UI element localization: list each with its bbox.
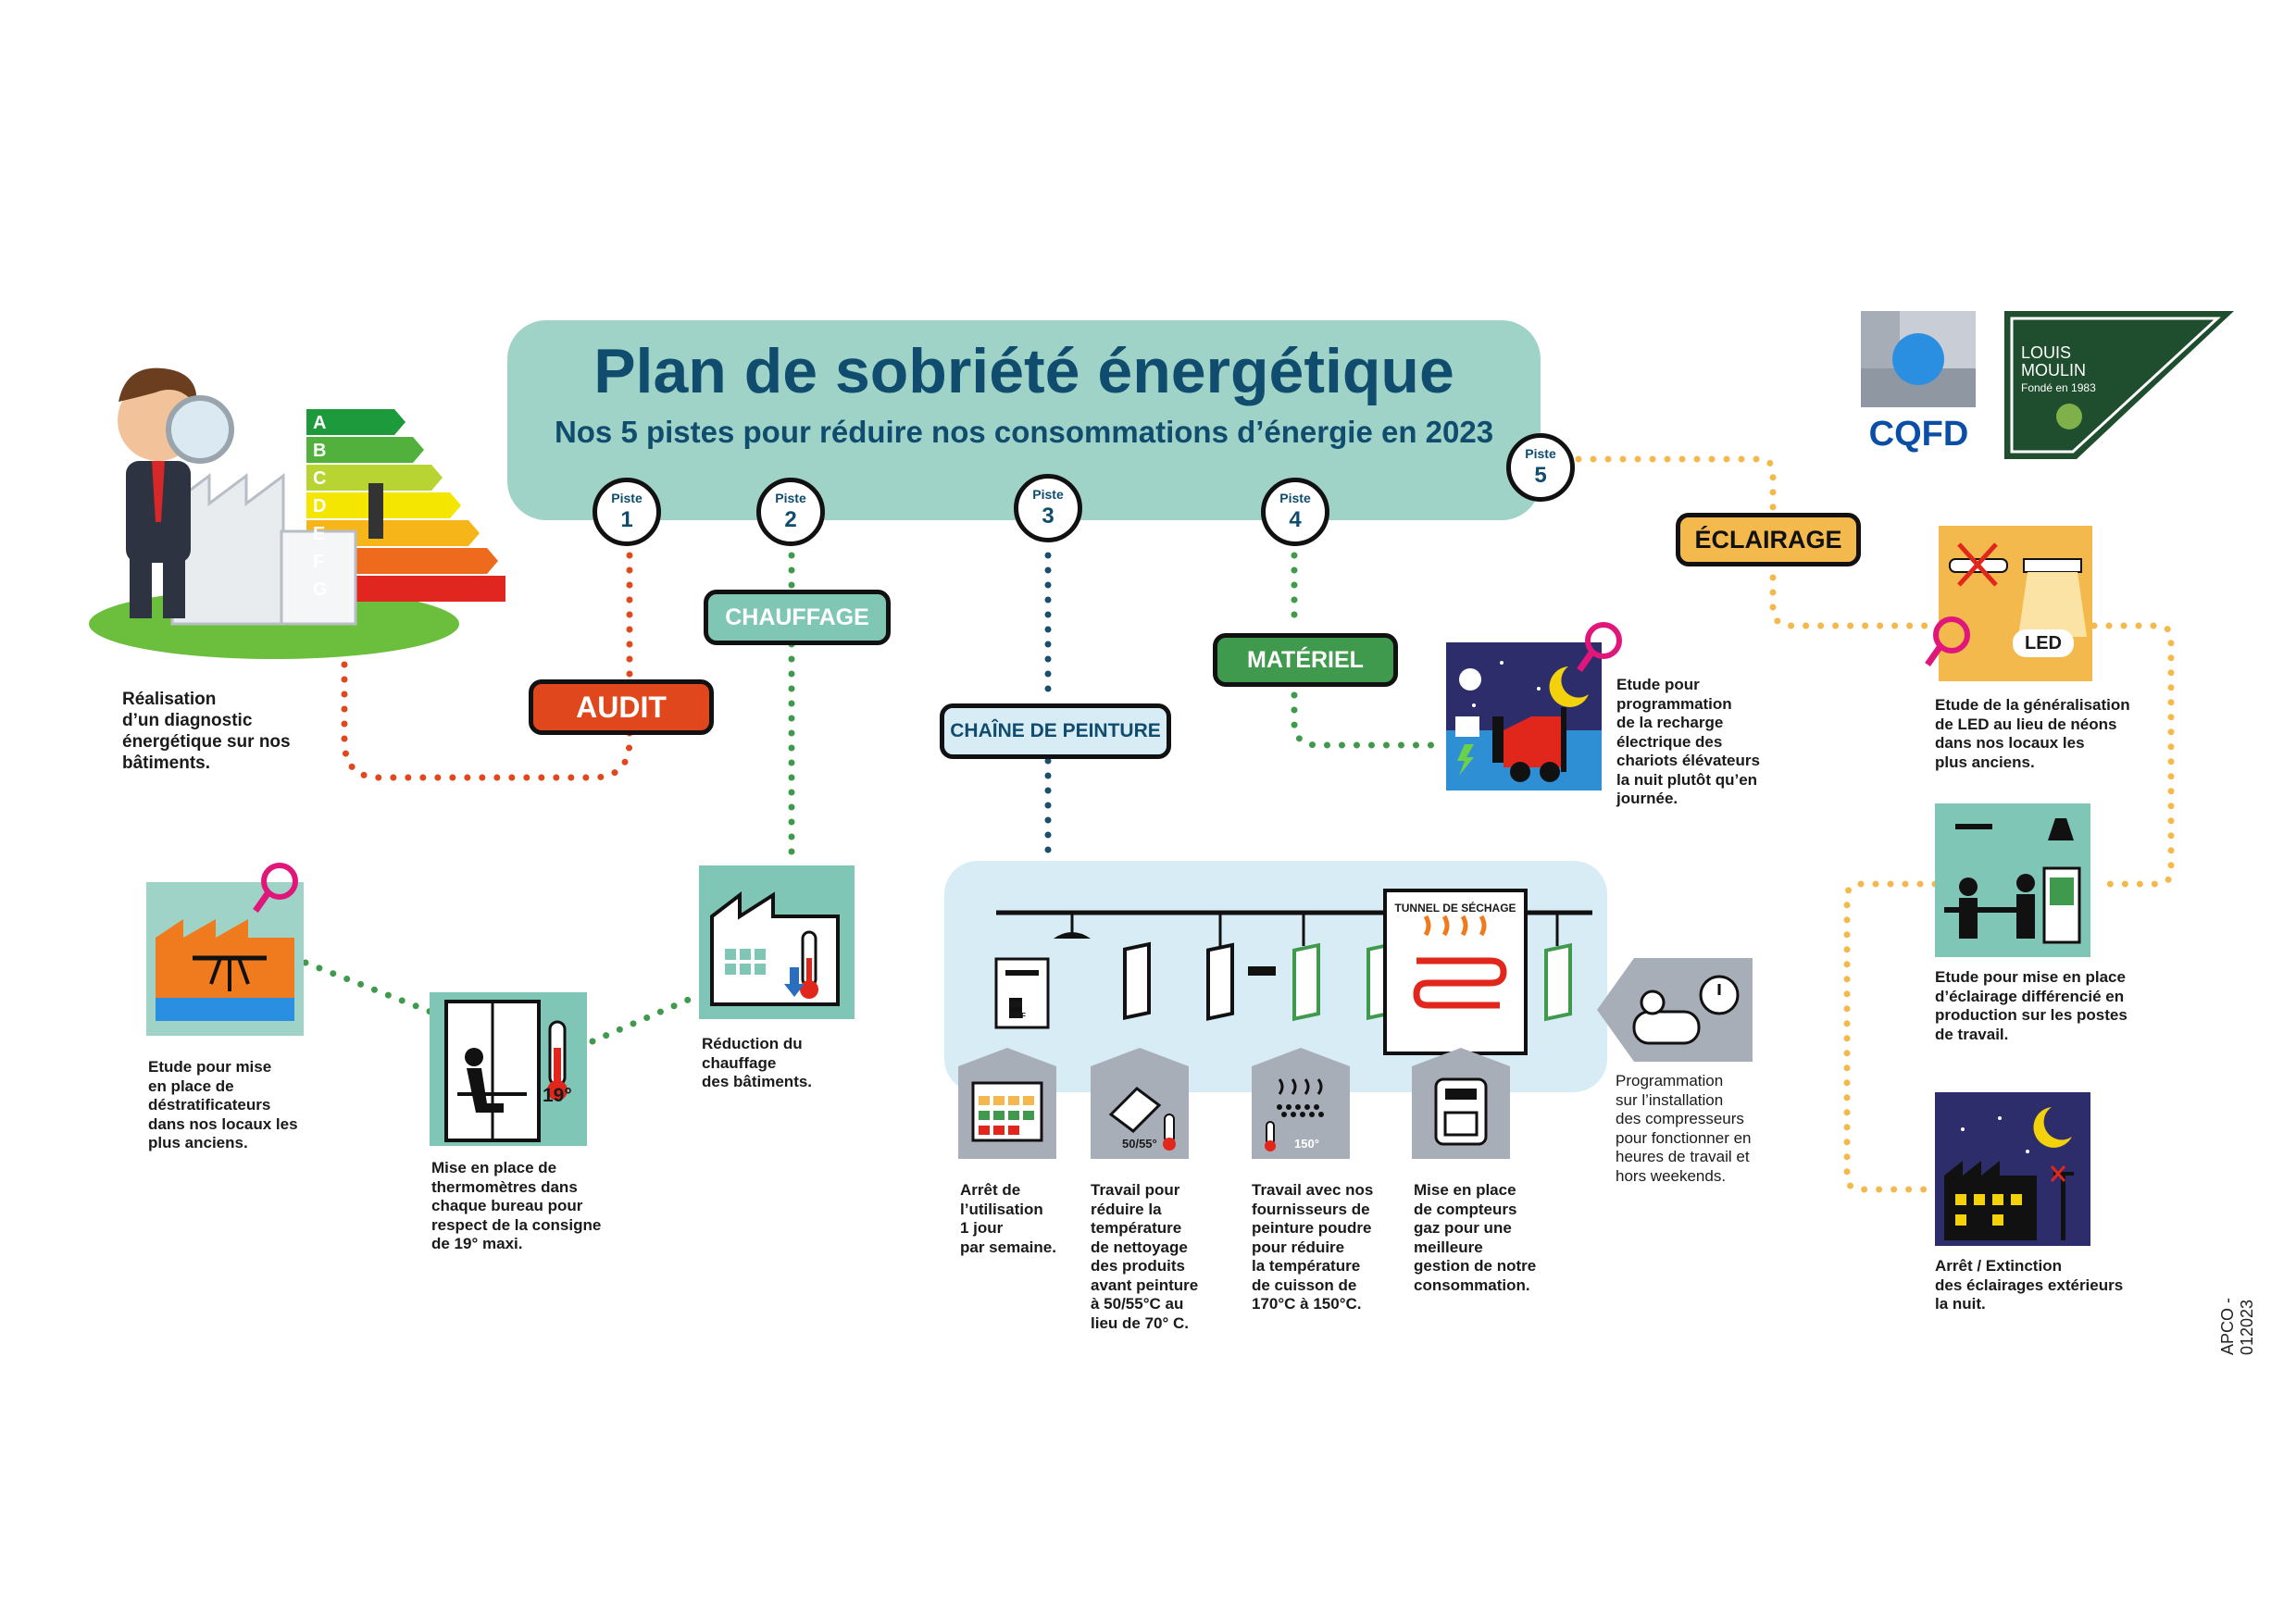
- magnifier-icon: [1574, 620, 1626, 679]
- magnifier-icon: [1922, 615, 1974, 674]
- thermo-19-label: 19°: [543, 1085, 572, 1106]
- thermo-chauffage-connector: [589, 991, 703, 1045]
- compteur-gaz-tile: [1412, 1048, 1510, 1159]
- piste-1-connector: [341, 552, 633, 781]
- nettoyage-temp-label: 50/55°: [1122, 1137, 1157, 1151]
- nettoyage-tile: 50/55°: [1091, 1048, 1189, 1159]
- page-subtitle: Nos 5 pistes pour réduire nos consommati…: [554, 415, 1494, 449]
- magnifier-icon: [250, 861, 302, 920]
- compresseur-tile: [1597, 958, 1753, 1062]
- led-label: LED: [2013, 629, 2074, 657]
- cqfd-logo: CQFD: [1861, 311, 1977, 459]
- category-materiel: MATÉRIEL: [1213, 633, 1398, 687]
- louis-moulin-logo: LOUIS MOULIN Fondé en 1983: [2004, 311, 2234, 459]
- category-chaine-peinture: CHAÎNE DE PEINTURE: [940, 703, 1171, 759]
- led-neon-tile: LED: [1939, 526, 2092, 681]
- audit-illustration: A B C D E F G: [70, 346, 505, 675]
- eclairage-differencie-tile: [1935, 803, 2090, 957]
- energy-label-letters: A B C D E F G: [313, 413, 328, 600]
- arret-calendrier-tile: [958, 1048, 1056, 1159]
- reference-code: APCO - 012023: [2218, 1297, 2256, 1355]
- category-chauffage: CHAUFFAGE: [704, 590, 891, 645]
- chauffage-batiment-tile: [699, 865, 855, 1019]
- eclairage-exterieur-tile: [1935, 1092, 2090, 1246]
- category-audit: AUDIT: [529, 679, 714, 735]
- louis-moulin-name: LOUIS MOULIN Fondé en 1983: [2021, 343, 2096, 395]
- category-eclairage: ÉCLAIRAGE: [1676, 513, 1861, 566]
- audit-thermo-connector: [302, 959, 439, 1017]
- thermometre-bureau-tile: 19°: [430, 992, 587, 1146]
- cuisson-temp-label: 150°: [1294, 1137, 1319, 1151]
- destratificateur-tile: [146, 882, 304, 1036]
- piste-4-connector: [1291, 552, 1448, 749]
- chariot-elevateur-tile: [1446, 642, 1602, 790]
- cqfd-logo-text: CQFD: [1868, 415, 1969, 454]
- page-title: Plan de sobriété énergétique: [593, 336, 1454, 406]
- eclairage-connector-left: [1843, 880, 1939, 1193]
- cuisson-poudre-tile: 150°: [1252, 1048, 1350, 1159]
- piste-5-connector: [1575, 455, 1929, 629]
- tunnel-sechage-label: TUNNEL DE SÉCHAGE: [1394, 902, 1516, 915]
